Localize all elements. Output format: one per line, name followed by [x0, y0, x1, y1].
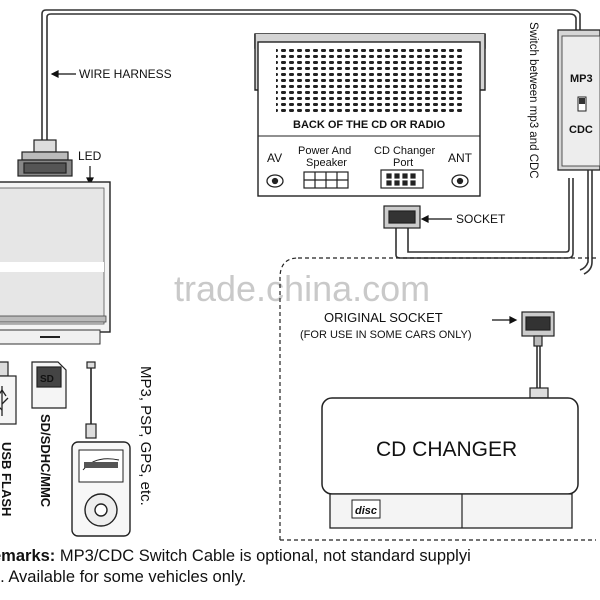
cd-changer-port-label-1: CD Changer — [374, 145, 435, 157]
mp3-cdc-switch — [557, 29, 600, 171]
radio-socket-plug — [383, 205, 421, 248]
socket-arrow — [420, 215, 452, 223]
ant-label: ANT — [448, 151, 473, 165]
av-label: AV — [267, 151, 282, 165]
original-socket-label: ORIGINAL SOCKET — [324, 310, 443, 325]
radio-back-label: BACK OF THE CD OR RADIO — [293, 119, 446, 131]
adapter-plug — [17, 139, 73, 177]
disc-logo: disc — [355, 505, 377, 517]
wire-harness-label: WIRE HARNESS — [79, 67, 172, 81]
cd-changer-region-border — [279, 257, 596, 541]
cd-changer-unit — [321, 397, 579, 529]
usb-icon — [0, 386, 9, 416]
remarks-line-2: rt. Available for some vehicles only. — [0, 568, 247, 586]
power-speaker-label-1: Power And — [298, 145, 351, 157]
switch-down-cable — [579, 170, 593, 275]
remarks-note: emarks: MP3/CDC Switch Cable is optional… — [0, 546, 600, 588]
av-port — [266, 174, 284, 188]
original-socket-arrow — [492, 316, 518, 324]
original-socket-note: (FOR USE IN SOME CARS ONLY) — [300, 329, 472, 341]
cd-changer-label: CD CHANGER — [376, 438, 517, 461]
wire-harness-arrow — [50, 70, 76, 78]
remarks-text-1: MP3/CDC Switch Cable is optional, not st… — [59, 547, 471, 565]
power-speaker-port — [303, 171, 349, 189]
cd-changer-port — [380, 169, 424, 189]
original-socket-plug — [521, 311, 555, 399]
sd-card — [31, 361, 67, 409]
adapter-device — [0, 181, 111, 345]
switch-cdc-label: CDC — [569, 124, 593, 136]
cd-changer-port-label-2: Port — [393, 157, 413, 169]
remarks-label: emarks: — [0, 547, 56, 565]
cd-radio-unit — [254, 33, 486, 197]
watermark: trade.china.com — [174, 268, 430, 309]
usb-flash-drive — [0, 361, 17, 425]
mp3-player — [71, 441, 131, 537]
usb-label: USB FLASH — [0, 442, 14, 516]
led-label: LED — [78, 149, 102, 163]
power-speaker-label-2: Speaker — [306, 157, 347, 169]
sd-label: SD/SDHC/MMC — [38, 414, 53, 508]
switch-caption: Switch between mp3 and CDC — [527, 22, 539, 179]
switch-mp3-label: MP3 — [570, 73, 593, 85]
ant-port — [451, 174, 469, 188]
led-arrow — [86, 166, 94, 186]
remarks-line-1: emarks: MP3/CDC Switch Cable is optional… — [0, 546, 600, 567]
mp3-devices-label: MP3, PSP, GPS, etc. — [137, 366, 154, 506]
socket-label: SOCKET — [456, 212, 506, 226]
mp3-cable — [85, 361, 97, 439]
sd-card-logo: SD — [40, 374, 54, 385]
wire-harness-cable — [41, 9, 581, 140]
